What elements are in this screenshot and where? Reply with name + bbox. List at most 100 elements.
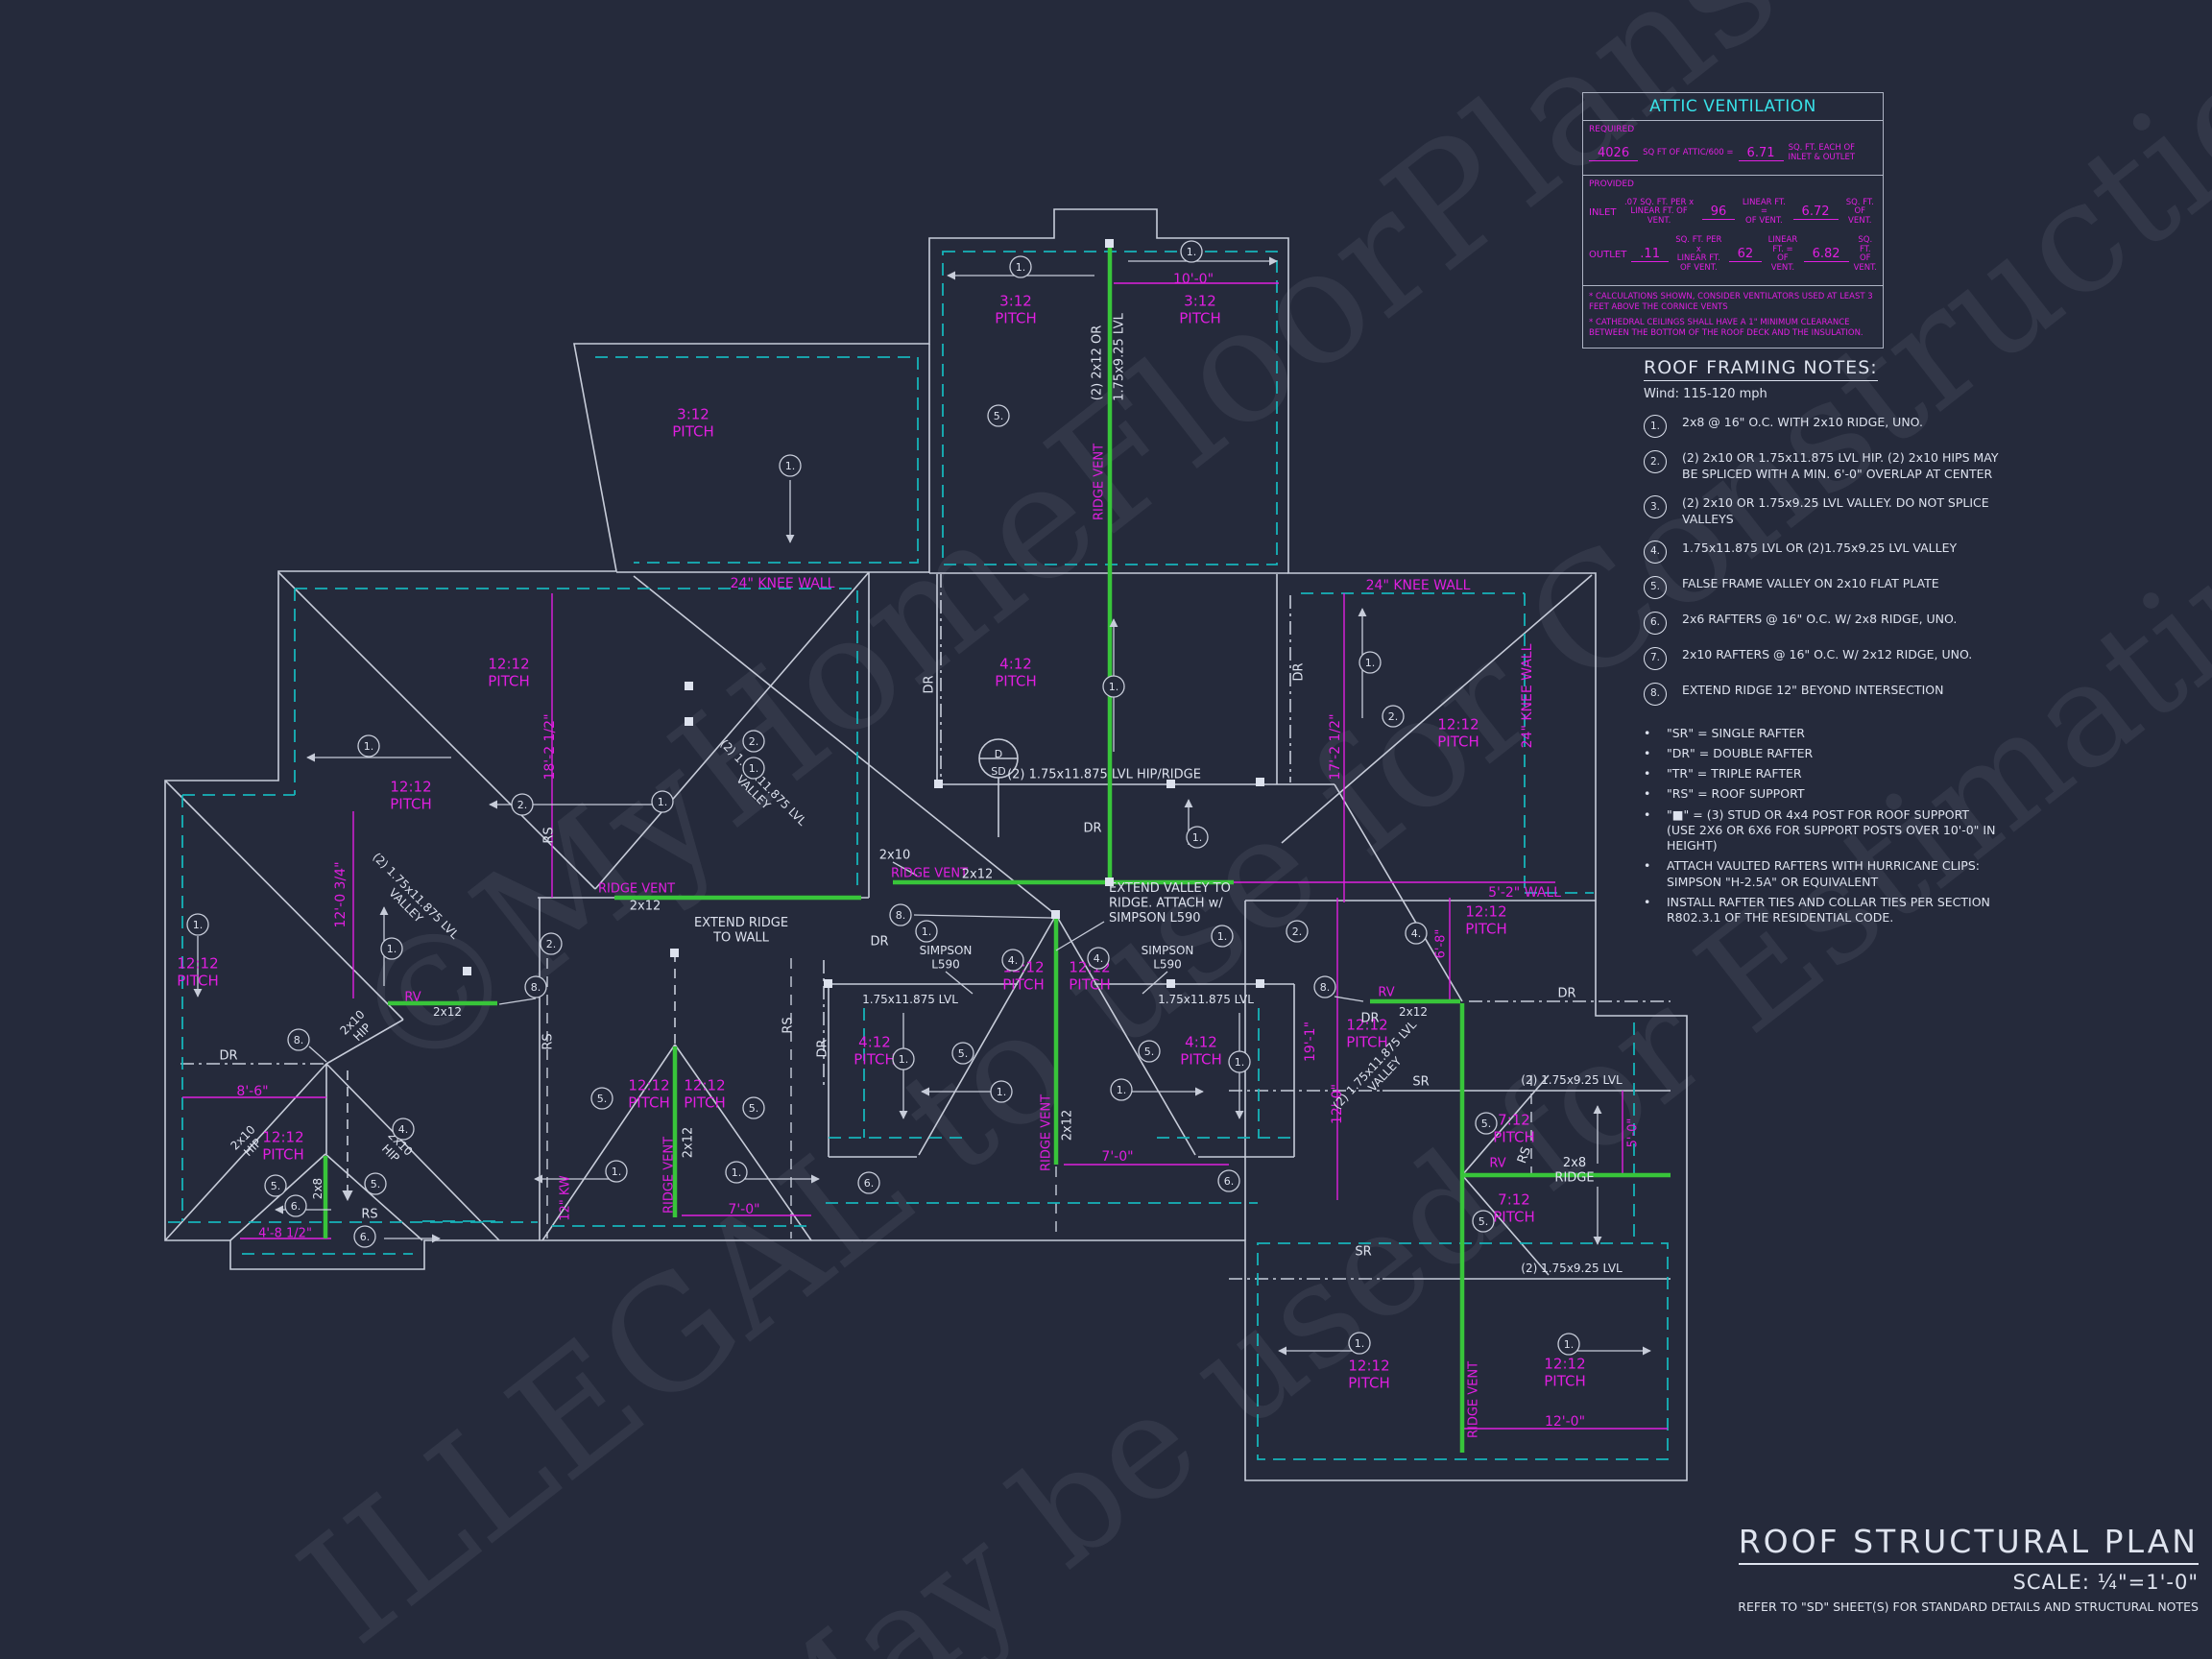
bullet-icon: • [1644,745,1651,760]
plan-label: SD [991,765,1005,778]
attic-table-title: ATTIC VENTILATION [1583,93,1883,121]
bullet-icon: • [1644,858,1651,874]
plan-label: RIDGE VENT [1093,444,1107,520]
keynote-circle: 5. [987,404,1010,427]
keynote-circle: 5. [364,1172,387,1195]
plan-label: 10'-0" [1173,272,1214,287]
framing-note-item: 8.EXTEND RIDGE 12" BEYOND INTERSECTION [1644,682,2001,706]
keynote-circle: 8. [287,1028,310,1051]
plan-label: 12'-0" [1330,1084,1345,1124]
framing-note-item: 1.2x8 @ 16" O.C. WITH 2x10 RIDGE, UNO. [1644,415,2001,438]
framing-bullet-item: •"TR" = TRIPLE RAFTER [1644,766,2001,781]
svg-text:5.: 5. [1481,1118,1492,1130]
plan-label: RV [1378,986,1394,1000]
plan-label: DR [923,675,937,693]
plan-label: 7'-0" [728,1202,759,1217]
bullet-text: INSTALL RAFTER TIES AND COLLAR TIES PER … [1667,894,1990,925]
keynote-circle: 4. [1405,922,1428,945]
svg-text:2.: 2. [1292,926,1303,938]
keynote-circle: 5. [742,1096,765,1119]
attic-ventilation-table: ATTIC VENTILATION REQUIRED 4026 SQ FT OF… [1582,92,1884,349]
plan-label: RIDGE VENT [1040,1094,1054,1171]
keynote-circle: 1. [1180,240,1203,263]
roof-support-posts [463,239,1264,988]
outlet-label: OUTLET [1589,249,1627,260]
svg-text:6.: 6. [360,1231,371,1243]
svg-text:1.: 1. [364,740,374,753]
wind-speed-note: Wind: 115-120 mph [1644,387,1767,401]
required-vent-sqft: 6.71 [1738,146,1784,161]
framing-note-item: 3.(2) 2x10 OR 1.75x9.25 LVL VALLEY. DO N… [1644,494,2001,528]
plan-label: (2) 1.75x11.875 LVLVALLEY [708,736,809,838]
keynote-circle: 6. [857,1171,880,1194]
plan-label: DR [1557,987,1575,1001]
required-attic-sqft: 4026 [1589,146,1639,161]
framing-notes-title: ROOF FRAMING NOTES: [1644,357,1878,381]
keynote-circle: 1. [605,1160,628,1183]
plan-label: RS [541,1033,556,1049]
keynote-circle: 1. [1110,1078,1133,1101]
plan-label: 18'-2 1/2" [542,713,558,780]
plan-label: 2x10HIP [337,1007,376,1046]
note-number-icon: 7. [1644,646,1667,670]
svg-text:8.: 8. [1320,981,1331,994]
ridge-vents [323,247,1671,1453]
svg-text:5.: 5. [994,410,1004,422]
keynote-circle: 5. [1138,1040,1161,1063]
keynote-circle: 6. [284,1194,307,1217]
svg-text:1.: 1. [1235,1056,1245,1069]
framing-bullet-item: • "SR" = SINGLE RAFTER [1644,726,2001,741]
svg-text:4.: 4. [1411,927,1422,940]
svg-text:8.: 8. [896,909,906,922]
note-text: 2x8 @ 16" O.C. WITH 2x10 RIDGE, UNO. [1682,415,1923,429]
keynote-circle: 1. [915,920,938,943]
svg-text:4.: 4. [1008,954,1019,967]
svg-text:1.: 1. [387,943,397,955]
plan-label: DR [816,1039,830,1057]
bullet-notes-list: •"SR" = SINGLE RAFTER•"DR" = DOUBLE RAFT… [1644,726,2001,926]
keynote-circle: 8. [1313,975,1336,998]
svg-text:1.: 1. [749,762,759,775]
outlet-linear-ft: 62 [1728,247,1763,263]
required-label: REQUIRED [1589,125,1635,134]
svg-text:5.: 5. [1144,1046,1155,1058]
roof-support-lines [546,958,1532,1238]
bullet-text: "SR" = SINGLE RAFTER [1667,725,1805,740]
keynote-circle: 8. [889,903,912,926]
svg-text:5.: 5. [597,1093,608,1105]
svg-text:1.: 1. [612,1166,622,1178]
plan-label: (2) 1.75x11.875 LVLVALLEY [360,850,462,951]
note-number-icon: 6. [1644,611,1667,635]
keynote-circle: 5. [951,1042,974,1065]
keynote-circle: 2. [742,730,765,753]
keynote-circle: 5. [1475,1112,1498,1135]
plan-label: RIDGE VENT [891,867,968,881]
bullet-icon: • [1644,806,1651,822]
plan-label: DR [870,935,888,950]
outlet-sqft: 6.82 [1803,247,1849,263]
plan-label: 19'-1" [1303,1022,1318,1062]
framing-note-item: 2.(2) 2x10 OR 1.75x11.875 LVL HIP. (2) 2… [1644,450,2001,483]
note-number-icon: 2. [1644,450,1667,473]
keynote-circle: 1. [357,734,380,757]
svg-text:8.: 8. [531,981,541,994]
outlet-row: OUTLET .11 SQ. FT. PER x LINEAR FT. OF V… [1589,234,1878,274]
svg-text:5.: 5. [371,1178,381,1190]
bullet-icon: • [1644,725,1651,740]
keynote-circle: 5. [264,1174,287,1197]
plan-label: 6'-8" [1434,929,1449,959]
keynote-circle: 5. [590,1087,613,1110]
keynote-circle: 8. [524,975,547,998]
plan-label: 12'-0" [1545,1414,1585,1430]
svg-text:6.: 6. [1224,1175,1235,1188]
svg-text:6.: 6. [864,1177,875,1190]
keynote-circle: 1. [1358,651,1382,674]
